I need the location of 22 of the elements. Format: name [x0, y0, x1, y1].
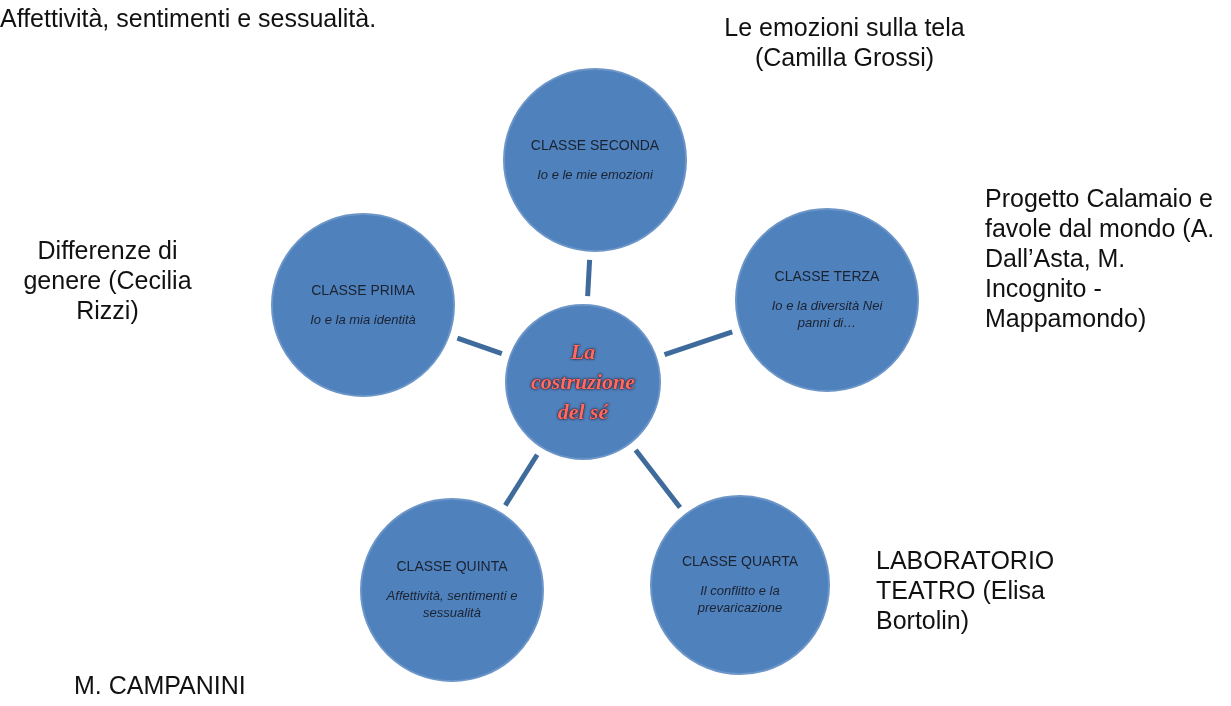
project-note: Progetto Calamaio e favole dal mondo (A. Dall’Asta, M. Incognito - Mappamondo)	[985, 183, 1216, 333]
class-title: CLASSE SECONDA	[530, 136, 660, 153]
class-theme: Io e le mie emozioni	[537, 166, 653, 184]
project-note: Le emozioni sulla tela (Camilla Grossi)	[723, 12, 966, 72]
class-title: CLASSE PRIMA	[311, 281, 415, 298]
central-topic: La costruzione del sé	[530, 338, 636, 426]
connector-line	[633, 448, 683, 509]
connector-line	[503, 453, 540, 507]
class-theme: Affettività, sentimenti e sessualità	[385, 588, 519, 622]
class-title: CLASSE QUARTA	[681, 553, 799, 570]
class-theme: Io e la diversità Nei panni di…	[770, 298, 884, 332]
class-title: CLASSE QUINTA	[396, 558, 508, 575]
connector-line	[585, 259, 593, 297]
class-theme: Io e la mia identità	[310, 311, 416, 329]
heading-note: Affettività, sentimenti e sessualità.	[0, 3, 378, 33]
connector-line	[456, 335, 503, 356]
class-theme: Il conflitto e la prevaricazione	[696, 583, 784, 617]
project-note: LABORATORIO TEATRO (Elisa Bortolin)	[876, 545, 1056, 635]
project-note: Differenze di genere (Cecilia Rizzi)	[22, 235, 193, 325]
class-title: CLASSE TERZA	[774, 268, 880, 285]
author-name: M. CAMPANINI	[74, 670, 247, 700]
connector-line	[663, 329, 733, 357]
